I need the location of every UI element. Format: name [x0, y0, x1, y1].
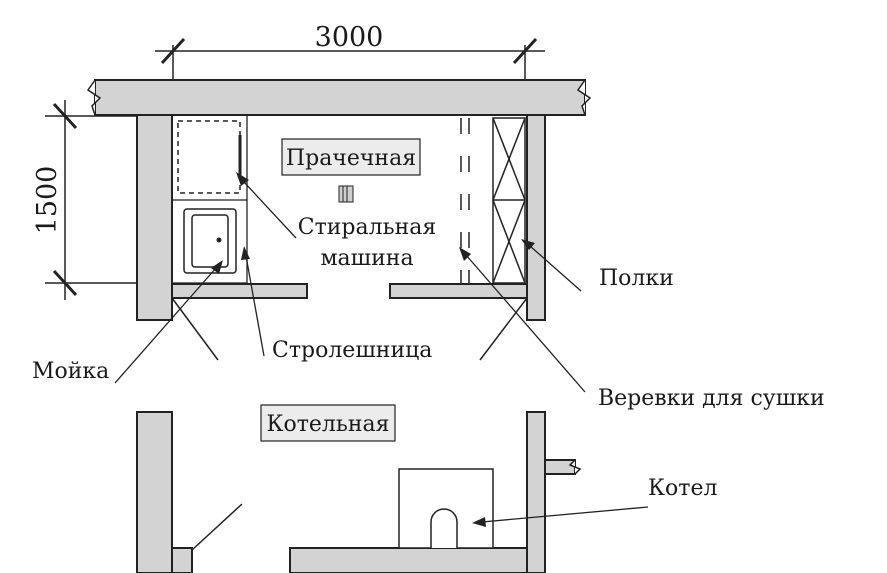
shelves-label: Полки	[599, 266, 674, 291]
washing-machine-label-line1: Стиральная	[298, 215, 436, 240]
drying-ropes-label: Веревки для сушки	[598, 386, 825, 411]
door-right	[479, 297, 528, 361]
boiler-label: Котел	[648, 476, 717, 501]
top-wall	[86, 79, 592, 116]
boiler-bottom-wall	[289, 547, 528, 573]
boiler-right-wall	[526, 411, 546, 573]
boiler-icon	[398, 468, 494, 549]
door-left	[171, 297, 219, 361]
laundry-left-wall	[136, 114, 173, 321]
boiler-room-label: Котельная	[266, 412, 389, 437]
washing-machine-label-line2: машина	[320, 246, 413, 271]
boiler-room-label-box	[260, 404, 396, 442]
leader-lines	[114, 172, 649, 527]
boiler-left-wall	[136, 411, 173, 573]
boiler-right-stub-wall	[544, 459, 582, 475]
laundry-label-box	[281, 138, 421, 176]
dimension-lines	[45, 37, 545, 300]
laundry-right-wall	[526, 114, 546, 321]
partition-wall-left	[171, 283, 308, 299]
countertop	[171, 114, 248, 284]
boiler-bottom-left-wall	[171, 547, 193, 573]
vent-icon	[338, 185, 354, 203]
shelves	[492, 117, 526, 284]
width-dimension-label: 3000	[315, 22, 384, 53]
washing-machine	[177, 120, 242, 194]
sink-icon	[183, 208, 237, 274]
sink-label: Мойка	[32, 359, 109, 384]
partition-wall-right	[389, 283, 528, 299]
boiler-door	[191, 503, 243, 551]
height-dimension-label: 1500	[32, 166, 63, 235]
countertop-label: Стролешница	[272, 338, 432, 363]
drying-ropes	[460, 118, 470, 283]
laundry-room-label: Прачечная	[286, 146, 416, 171]
